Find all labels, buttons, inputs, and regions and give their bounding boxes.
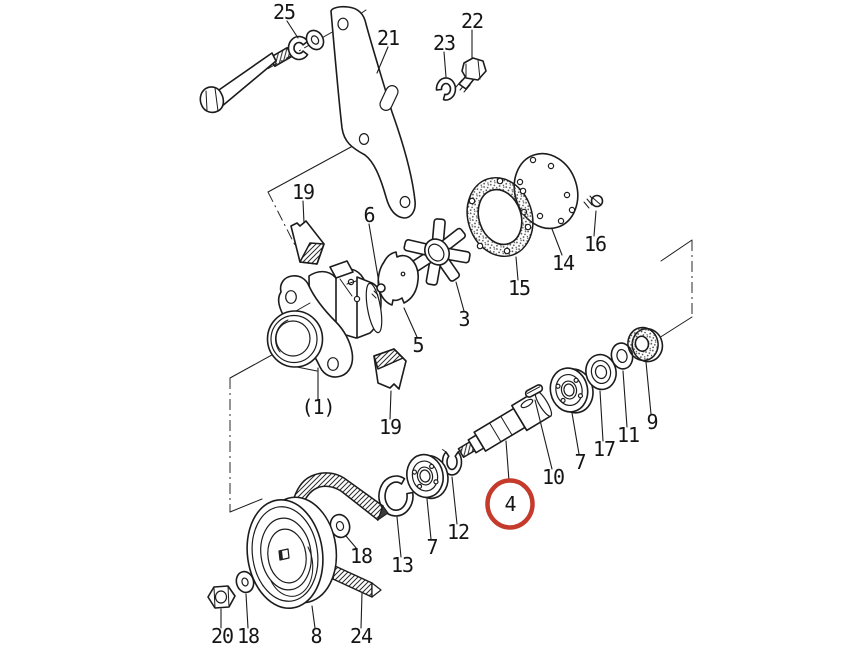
part-label-9: 9 <box>646 410 657 434</box>
shaft-keyway-slot <box>520 398 534 409</box>
part-bolt-22 <box>455 57 487 93</box>
part-washer-11 <box>610 342 634 370</box>
part-bearing-7-left <box>406 453 449 500</box>
part-label-25: 25 <box>273 0 295 24</box>
part-label-5: 5 <box>412 333 423 357</box>
part-label-6: 6 <box>363 203 374 227</box>
bracket-housing-dashdot <box>267 191 302 258</box>
part-cam-wedge-19b <box>373 348 407 390</box>
bolt-25-head-facets <box>205 87 219 112</box>
part-label-8: 8 <box>310 624 321 648</box>
part-bolt-25 <box>199 29 325 114</box>
nut-20-bore <box>214 590 228 604</box>
part-label-19a: 19 <box>292 180 314 204</box>
part-shaft-4 <box>457 390 553 459</box>
part-bearing-7-right <box>549 367 594 414</box>
part-label-19b: 19 <box>379 415 401 439</box>
housing-end-face <box>365 282 383 334</box>
nut-20-facets <box>213 585 230 609</box>
part-washer-18-left <box>235 570 255 594</box>
right-elbow-top-line <box>660 239 693 262</box>
bolt-22-head-facets <box>465 59 481 80</box>
impeller-bore <box>427 243 445 262</box>
part-snap-ring-13 <box>378 475 414 517</box>
part-label-4: 4 <box>504 492 516 516</box>
bracket-21-top-hole <box>337 17 349 31</box>
cam-5-outline <box>377 251 419 306</box>
bore-inner-arc <box>274 319 289 353</box>
part-lock-washer-23 <box>435 77 457 101</box>
part-label-12: 12 <box>447 520 469 544</box>
part-bearing-9 <box>627 326 664 363</box>
flange-ear-hole-top <box>285 290 297 304</box>
part-label-3: 3 <box>458 307 469 331</box>
part-label-1: (1) <box>301 395 334 419</box>
fork-24-lower-arm <box>332 565 373 598</box>
right-elbow-foot-line <box>658 316 693 339</box>
bracket-hole-link-line <box>267 140 363 193</box>
part-screw-16 <box>583 194 604 209</box>
part-key-10 <box>524 384 544 398</box>
bracket-21-bottom-hole <box>399 195 411 209</box>
part-belt-fork-24 <box>293 472 389 598</box>
part-label-10: 10 <box>542 465 564 489</box>
pulley-square-hole-shadow <box>279 550 283 560</box>
part-label-23: 23 <box>433 31 455 55</box>
part-label-15: 15 <box>508 276 530 300</box>
pulley-dish-arc <box>270 546 314 597</box>
part-washer-18-right <box>329 513 351 539</box>
part-seal-17 <box>585 353 617 391</box>
bolt-25-shank <box>215 52 277 108</box>
part-label-18r: 18 <box>350 544 372 568</box>
bore-tube-inner <box>275 320 311 357</box>
part-cam-wedge-19a <box>290 220 325 265</box>
fork-24-lower-tip <box>371 582 382 598</box>
part-label-24: 24 <box>350 624 373 648</box>
part-snap-ring-12 <box>441 449 463 476</box>
cam-5-hole <box>400 271 406 277</box>
part-pump-body-1 <box>266 260 383 378</box>
part-label-17: 17 <box>593 437 615 461</box>
wedge-19b-hatch <box>373 348 404 370</box>
bracket-21-mid-hole <box>358 133 370 146</box>
part-cam-plate-5 <box>377 251 419 306</box>
part-label-22: 22 <box>461 9 483 33</box>
part-label-7l: 7 <box>426 535 437 559</box>
wedge-19a-hatch <box>299 242 325 265</box>
bolt-25-head <box>199 86 225 114</box>
part-nut-20 <box>207 585 236 609</box>
flange-ear-hole-bottom <box>327 357 339 371</box>
housing-top-clip <box>329 260 354 279</box>
screw-6-threads <box>371 290 379 299</box>
part-label-16: 16 <box>584 232 606 256</box>
part-label-7r: 7 <box>574 450 585 474</box>
flat-washer-25 <box>305 29 325 51</box>
fork-24-upper-tip <box>377 504 389 522</box>
bracket-21-outline <box>330 5 416 219</box>
part-label-14: 14 <box>552 251 575 275</box>
part-label-11: 11 <box>617 423 639 447</box>
screw-16-head-facet <box>592 197 602 206</box>
part-pulley-8 <box>246 496 338 610</box>
part-label-18l: 18 <box>237 624 259 648</box>
leader-lines <box>220 20 652 629</box>
screw-6-head <box>376 283 386 293</box>
bracket-21-slot <box>379 85 399 111</box>
part-gasket-15 <box>466 176 534 258</box>
part-labels: 25 21 23 22 19 6 15 3 5 14 16 (1) 19 4 1… <box>211 0 659 648</box>
left-elbow-foot-line <box>229 498 263 513</box>
housing-screw-b <box>353 295 361 303</box>
part-bracket-21 <box>330 5 416 219</box>
part-label-20: 20 <box>211 624 233 648</box>
highlight-circle <box>485 478 535 530</box>
part-screw-6 <box>371 283 386 299</box>
part-label-13: 13 <box>391 553 413 577</box>
part-label-21: 21 <box>377 26 399 50</box>
housing-clip-detail <box>339 278 357 297</box>
